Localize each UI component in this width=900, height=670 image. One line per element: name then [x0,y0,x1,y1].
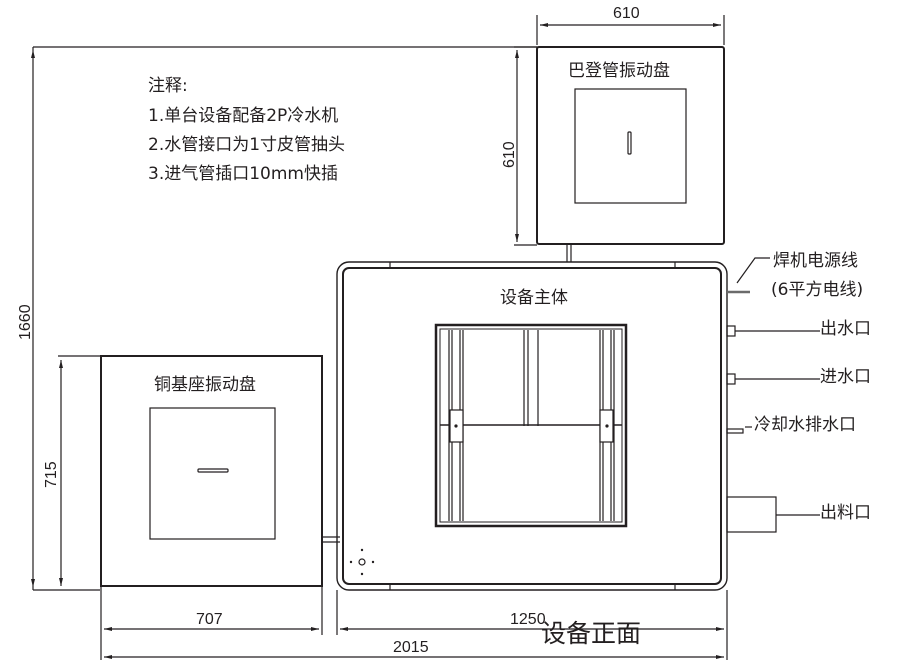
note-item-1: 1.单台设备配备2P冷水机 [148,106,339,126]
top-right-unit-label: 巴登管振动盘 [568,61,670,81]
port-label-discharge: 出料口 [820,503,871,523]
dim-top-right-width: 610 [613,5,640,22]
dim-left-height: 715 [43,461,60,488]
port-label-cooling-drain: 冷却水排水口 [754,415,856,435]
dim-main-width: 1250 [510,611,546,628]
top-right-unit-outline [536,46,725,245]
notes-heading: 注释: [148,76,188,96]
note-item-2: 2.水管接口为1寸皮管抽头 [148,135,346,155]
main-body-outer [336,261,728,591]
port-label-water-outlet: 出水口 [820,319,871,339]
port-label-water-inlet: 进水口 [820,367,871,387]
dim-overall-height: 1660 [17,304,34,340]
view-title: 设备正面 [541,619,642,648]
port-label-power-cable-spec: (6平方电线) [771,280,864,300]
port-label-power-cable: 焊机电源线 [773,251,858,271]
main-body-label: 设备主体 [500,288,568,308]
dim-top-right-height: 610 [501,141,518,168]
note-item-3: 3.进气管插口10mm快插 [148,164,338,184]
dim-left-width: 707 [196,611,223,628]
dim-overall-width: 2015 [393,639,429,656]
left-unit-outline [100,355,323,587]
left-unit-label: 铜基座振动盘 [154,375,256,395]
